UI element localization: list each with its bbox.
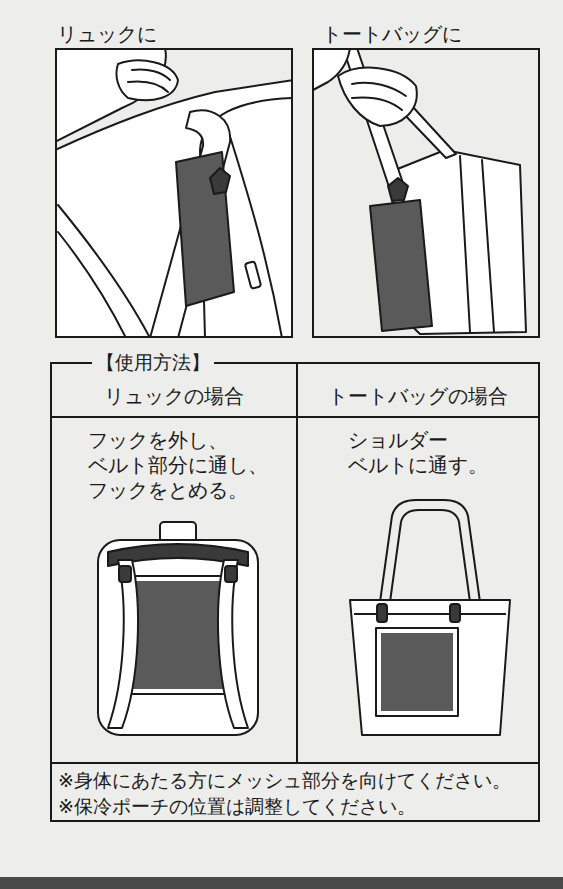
backpack-figure bbox=[108, 560, 138, 728]
tote-figure bbox=[350, 600, 510, 735]
tote-scene bbox=[313, 49, 526, 334]
tote-figure bbox=[377, 604, 387, 622]
backpack-scene bbox=[176, 152, 234, 306]
backpack-figure bbox=[131, 581, 224, 689]
backpack-figure bbox=[119, 566, 131, 582]
tote-scene bbox=[338, 68, 417, 126]
tote-scene bbox=[370, 200, 432, 331]
tote-scene bbox=[460, 156, 470, 332]
tote-figure bbox=[381, 633, 453, 711]
table-title: 【使用方法】 bbox=[92, 350, 214, 374]
backpack-scene bbox=[228, 130, 282, 337]
tote-scene bbox=[388, 178, 408, 201]
backpack-scene bbox=[132, 69, 170, 80]
illustration-panel: リュックに bbox=[55, 48, 293, 338]
column-heading: リュックの場合 bbox=[104, 383, 244, 410]
card-edge bbox=[0, 877, 563, 889]
backpack-figure bbox=[98, 522, 258, 735]
backpack-scene bbox=[128, 81, 168, 92]
instruction-cell: ショルダー ベルトに通す。 bbox=[298, 418, 538, 762]
tote-figure bbox=[450, 604, 460, 622]
backpack-figure bbox=[98, 540, 258, 735]
backpack-figure bbox=[225, 566, 237, 582]
instruction-text: ショルダー ベルトに通す。 bbox=[348, 428, 508, 478]
tote-scene bbox=[352, 98, 402, 111]
backpack-scene bbox=[58, 232, 126, 337]
tote-figure bbox=[390, 510, 470, 602]
backpack-figure bbox=[218, 560, 248, 728]
panel-heading: トートバッグに bbox=[322, 21, 462, 48]
backpack-scene bbox=[116, 61, 178, 101]
header-cell: トートバッグの場合 bbox=[298, 364, 538, 418]
backpack-scene bbox=[58, 205, 150, 337]
backpack-scene bbox=[245, 261, 261, 289]
backpack-figure bbox=[126, 576, 229, 694]
backpack-scene bbox=[56, 49, 292, 337]
usage-table: 【使用方法】リュックの場合トートバッグの場合フックを外し、 ベルト部分に通し、 … bbox=[50, 362, 540, 822]
tote-figure bbox=[380, 500, 480, 602]
header-cell: リュックの場合 bbox=[52, 364, 298, 418]
note-text: ※保冷ポーチの位置は調整してください。 bbox=[58, 794, 534, 820]
column-heading: トートバッグの場合 bbox=[328, 383, 508, 410]
tote-figure bbox=[376, 628, 458, 716]
instruction-cell: フックを外し、 ベルト部分に通し、 フックをとめる。 bbox=[52, 418, 298, 762]
instruction-text: フックを外し、 ベルト部分に通し、 フックをとめる。 bbox=[88, 428, 288, 503]
tote-scene bbox=[482, 160, 494, 332]
panel-heading: リュックに bbox=[57, 21, 157, 48]
backpack-scene bbox=[210, 168, 230, 194]
illustration-panel: トートバッグに bbox=[312, 48, 540, 338]
tote-scene bbox=[352, 83, 406, 96]
notes-cell: ※身体にあたる方にメッシュ部分を向けてください。※保冷ポーチの位置は調整してくだ… bbox=[52, 762, 538, 820]
note-text: ※身体にあたる方にメッシュ部分を向けてください。 bbox=[58, 768, 534, 794]
tote-figure bbox=[350, 500, 510, 735]
